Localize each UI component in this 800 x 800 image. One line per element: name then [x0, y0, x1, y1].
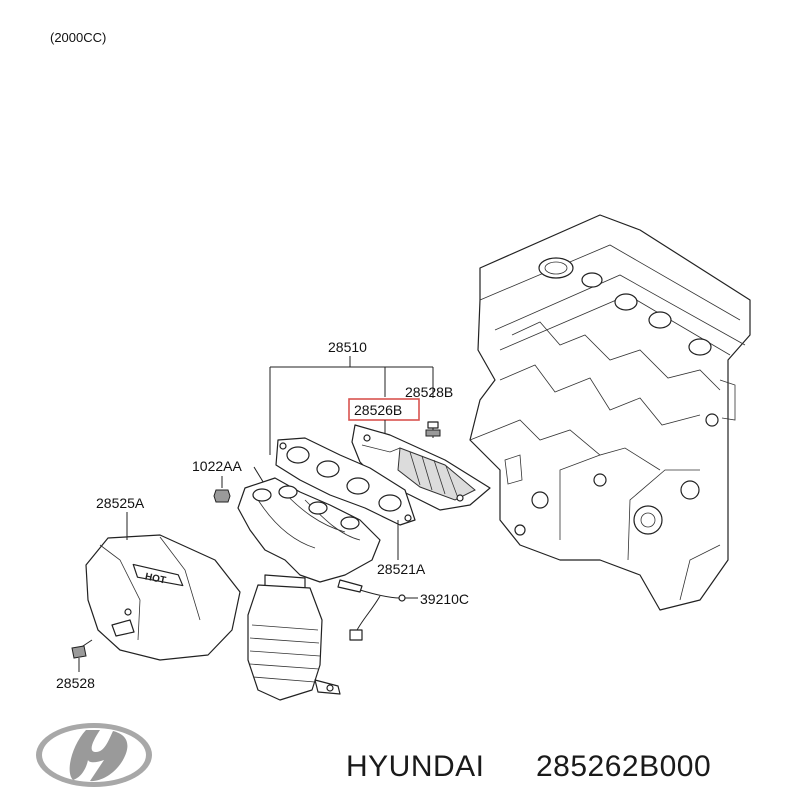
bolt-28528 — [71, 639, 93, 659]
callout-1022aa: 1022AA — [192, 458, 242, 474]
brand-name: HYUNDAI — [346, 750, 485, 783]
manifold-assy-bracket — [269, 356, 434, 455]
catalytic-converter — [247, 584, 341, 701]
callout-28528b: 28528B — [405, 384, 453, 400]
bolt-28528b — [425, 421, 441, 438]
heat-protector-lower: HOT — [85, 534, 241, 661]
callout-28526b[interactable]: 28526B — [354, 402, 402, 418]
hot-label: HOT — [144, 571, 167, 586]
heat-protector-upper — [351, 424, 491, 511]
callout-28510: 28510 — [328, 339, 367, 355]
hyundai-logo — [36, 723, 152, 787]
callout-28521a: 28521A — [377, 561, 426, 577]
nut-1022aa — [213, 476, 231, 503]
highlight-box-28526b — [348, 398, 420, 421]
engine-block-drawing — [469, 214, 751, 611]
engine-displacement-note: (2000CC) — [50, 30, 106, 45]
callout-28528: 28528 — [56, 675, 95, 691]
gasket-28521a — [275, 437, 416, 526]
callout-28525a: 28525A — [96, 495, 145, 511]
part-number: 285262B000 — [536, 750, 711, 783]
oxygen-sensor-39210c — [337, 579, 406, 641]
callout-39210c: 39210C — [420, 591, 469, 607]
